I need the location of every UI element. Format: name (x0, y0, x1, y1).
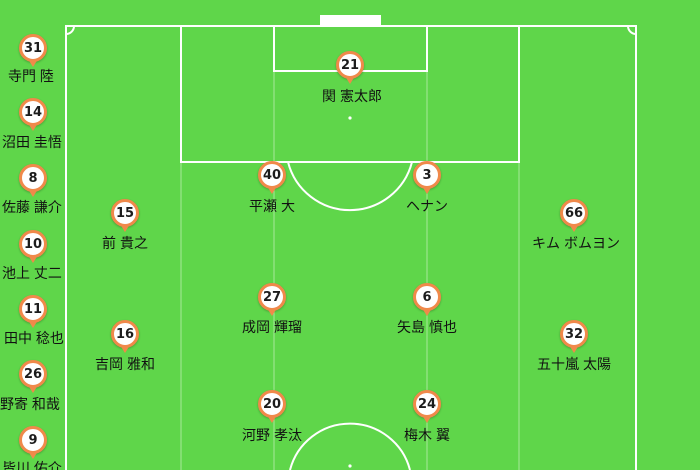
player-name: 吉岡 雅和 (95, 356, 155, 372)
pin-tail (422, 308, 432, 316)
player-name: ヘナン (406, 198, 448, 214)
pin-tail (422, 186, 432, 194)
pin-tail (569, 345, 579, 353)
player-name: 梅木 翼 (404, 427, 450, 443)
pin-tail (569, 224, 579, 232)
player-number: 14 (23, 104, 43, 120)
pin-tail (120, 224, 130, 232)
player-number: 40 (262, 167, 282, 183)
player-name: 成岡 輝瑠 (242, 319, 302, 335)
number-badge: 15 (111, 199, 139, 227)
player-number: 27 (262, 289, 282, 305)
player-number: 26 (23, 366, 43, 382)
player-pin[interactable]: 3 (410, 159, 444, 199)
bench-pin[interactable]: 9 (16, 424, 50, 464)
bench-pin[interactable]: 10 (16, 228, 50, 268)
pin-tail (28, 189, 38, 197)
player-pin[interactable]: 20 (255, 388, 289, 428)
player-pin[interactable]: 66 (557, 197, 591, 237)
pin-tail (28, 59, 38, 67)
number-badge: 6 (413, 283, 441, 311)
bench-player-name: 池上 丈二 (2, 265, 62, 281)
player-number: 10 (23, 236, 43, 252)
player-number: 32 (564, 326, 584, 342)
player-name: 河野 孝汰 (242, 427, 302, 443)
number-badge: 11 (19, 295, 47, 323)
player-pin[interactable]: 24 (410, 388, 444, 428)
bench-pin[interactable]: 14 (16, 96, 50, 136)
pin-tail (28, 451, 38, 459)
player-pin[interactable]: 15 (108, 197, 142, 237)
bench-player-name: 田中 稔也 (4, 330, 64, 346)
player-number: 20 (262, 396, 282, 412)
pin-tail (120, 345, 130, 353)
pin-tail (267, 186, 277, 194)
bench-player-name: 野寄 和哉 (0, 396, 60, 412)
center-spot (348, 464, 352, 468)
pin-tail (267, 308, 277, 316)
player-number: 24 (417, 396, 437, 412)
penalty-arc (287, 161, 413, 212)
bench-pin[interactable]: 11 (16, 293, 50, 333)
pin-tail (28, 123, 38, 131)
number-badge: 8 (19, 164, 47, 192)
bench-pin[interactable]: 8 (16, 162, 50, 202)
pin-tail (28, 385, 38, 393)
pin-tail (267, 415, 277, 423)
player-name: 平瀬 大 (249, 198, 295, 214)
bench-pin[interactable]: 31 (16, 32, 50, 72)
number-badge: 20 (258, 390, 286, 418)
player-name: 前 貴之 (102, 235, 148, 251)
pin-tail (345, 76, 355, 84)
player-number: 11 (23, 301, 43, 317)
player-name: 関 憲太郎 (322, 88, 382, 104)
player-number: 16 (115, 326, 135, 342)
player-pin[interactable]: 16 (108, 318, 142, 358)
player-pin[interactable]: 27 (255, 281, 289, 321)
corner-arc-right (627, 25, 637, 35)
number-badge: 14 (19, 98, 47, 126)
player-pin[interactable]: 6 (410, 281, 444, 321)
player-number: 6 (422, 289, 432, 305)
number-badge: 32 (560, 320, 588, 348)
number-badge: 9 (19, 426, 47, 454)
player-number: 8 (28, 170, 38, 186)
bench-pin[interactable]: 26 (16, 358, 50, 398)
number-badge: 27 (258, 283, 286, 311)
corner-arc-left (65, 25, 75, 35)
bench-player-name: 寺門 陸 (8, 68, 54, 84)
number-badge: 40 (258, 161, 286, 189)
goalkeeper-pin[interactable]: 21 (333, 49, 367, 89)
player-name: キム ボムヨン (532, 235, 620, 251)
number-badge: 16 (111, 320, 139, 348)
pin-tail (28, 320, 38, 328)
number-badge: 31 (19, 34, 47, 62)
number-badge: 3 (413, 161, 441, 189)
number-badge: 21 (336, 51, 364, 79)
bench-player-name: 沼田 圭悟 (2, 134, 62, 150)
player-number: 21 (340, 57, 360, 73)
center-circle (289, 422, 411, 470)
number-badge: 10 (19, 230, 47, 258)
penalty-spot (348, 116, 352, 120)
pin-tail (28, 255, 38, 263)
player-number: 66 (564, 205, 584, 221)
number-badge: 24 (413, 390, 441, 418)
player-name: 矢島 慎也 (397, 319, 457, 335)
goal (320, 15, 381, 26)
bench-player-name: 皆川 佑介 (2, 460, 62, 470)
bench-player-name: 佐藤 謙介 (2, 199, 62, 215)
pin-tail (422, 415, 432, 423)
player-number: 31 (23, 40, 43, 56)
player-pin[interactable]: 40 (255, 159, 289, 199)
player-pin[interactable]: 32 (557, 318, 591, 358)
player-number: 3 (422, 167, 432, 183)
number-badge: 26 (19, 360, 47, 388)
player-name: 五十嵐 太陽 (537, 356, 611, 372)
player-number: 15 (115, 205, 135, 221)
number-badge: 66 (560, 199, 588, 227)
player-number: 9 (28, 432, 38, 448)
